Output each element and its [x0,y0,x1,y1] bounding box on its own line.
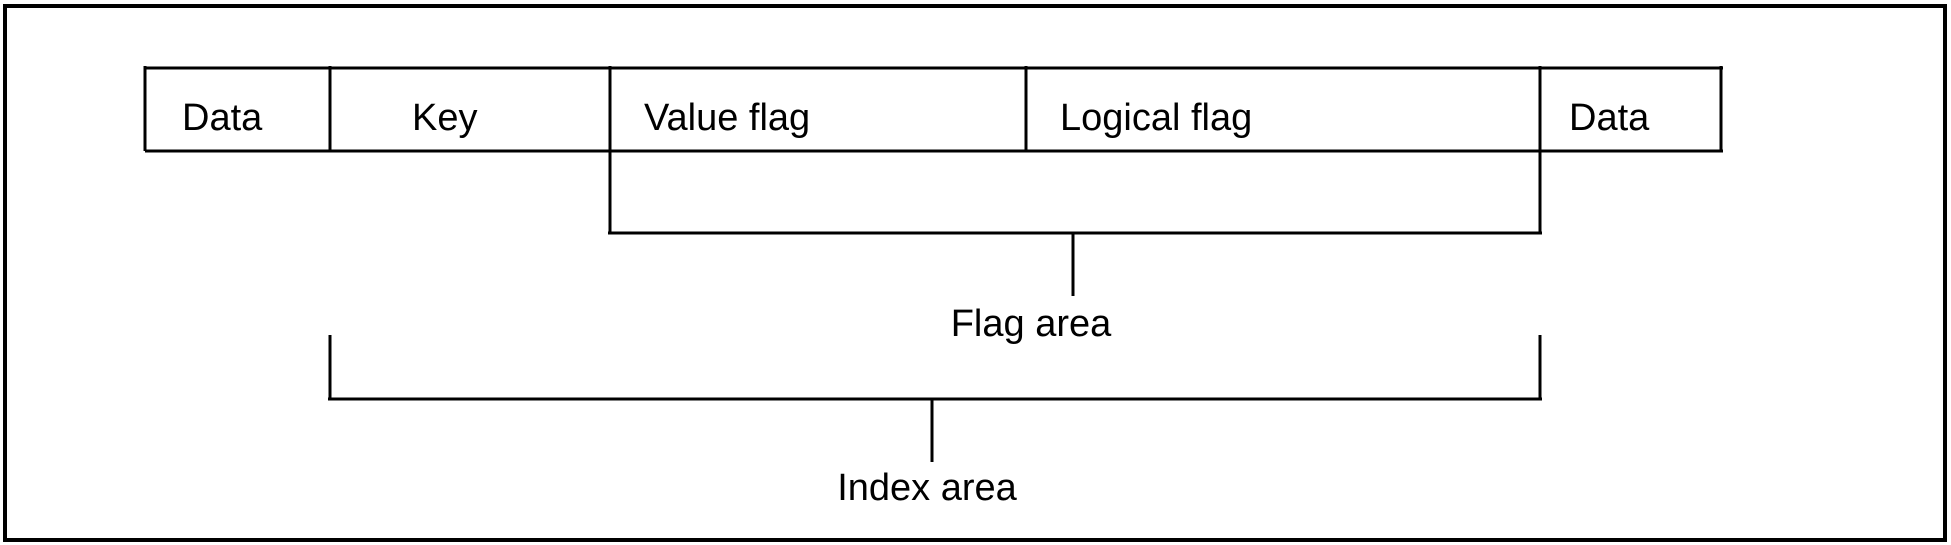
index-area-label: Index area [837,467,1017,509]
flag-area-label: Flag area [951,303,1112,345]
field-label-data-right: Data [1569,97,1650,139]
field-label-value-flag: Value flag [644,97,810,139]
field-label-logical-flag: Logical flag [1060,97,1252,139]
flag-area-bracket [608,231,1542,296]
field-label-key: Key [412,97,477,139]
index-area-bracket [328,335,1542,462]
diagram-border [3,4,1947,542]
field-label-data-left: Data [182,97,263,139]
